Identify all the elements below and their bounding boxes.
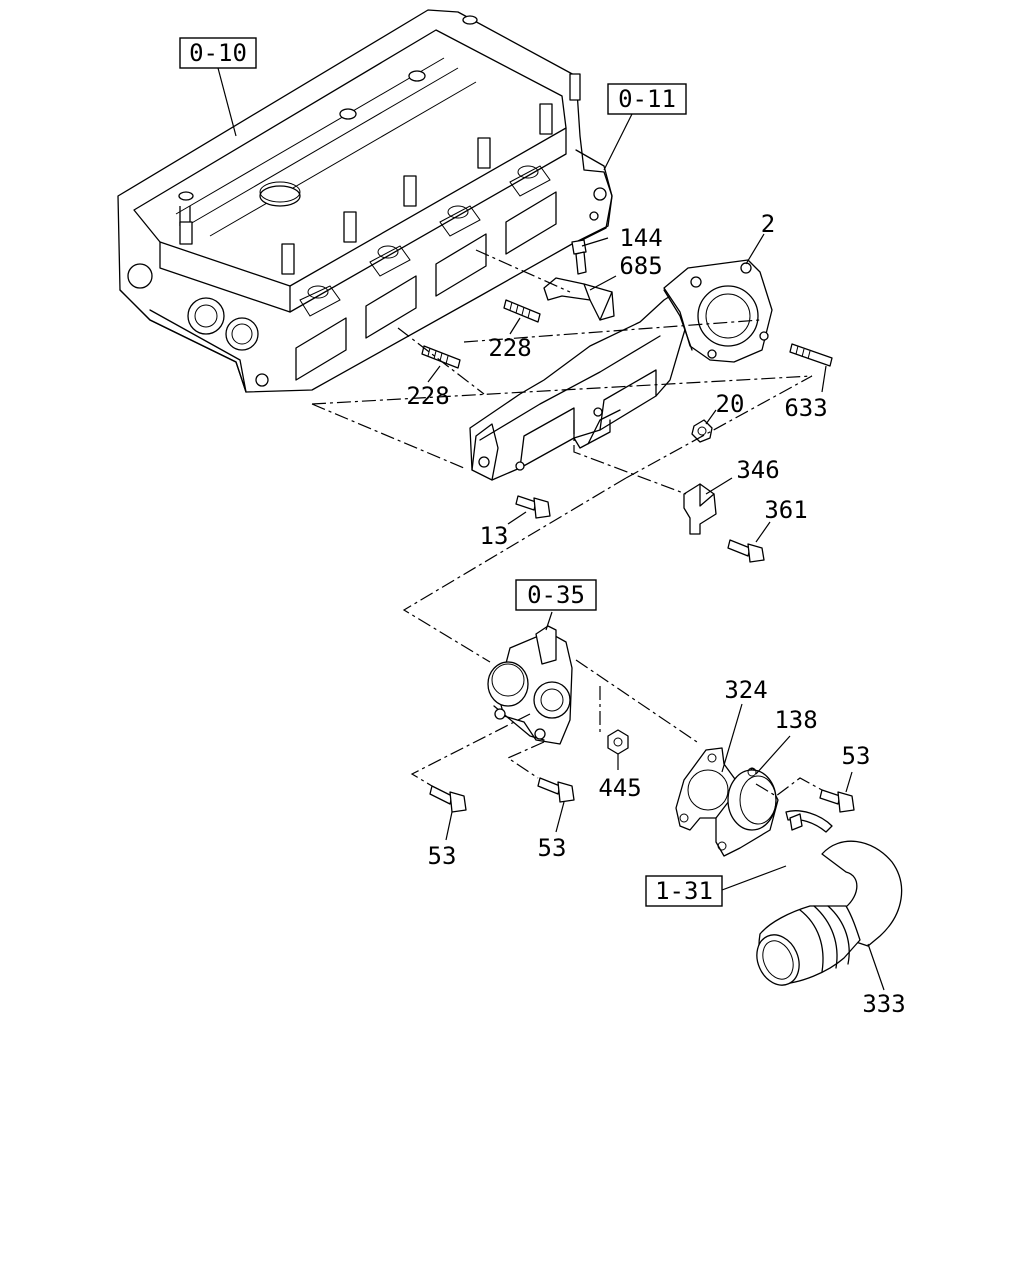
part-label-138: 138: [774, 706, 817, 734]
part-label-53-left: 53: [428, 842, 457, 870]
part-label-53-middle: 53: [538, 834, 567, 862]
nut-445: [607, 729, 629, 755]
reference-label: 0-11: [618, 85, 676, 113]
part-label-2: 2: [761, 210, 775, 238]
nut-20: [691, 419, 713, 443]
part-label-361: 361: [764, 496, 807, 524]
reference-label: 1-31: [655, 877, 713, 905]
adapter-138: [715, 767, 779, 857]
part-label-144: 144: [619, 224, 662, 252]
reference-0-35: 0-35: [515, 579, 597, 611]
part-label-324: 324: [724, 676, 767, 704]
cylinder-head: [117, 9, 613, 393]
part-label-228-upper: 228: [488, 334, 531, 362]
part-label-228-lower: 228: [406, 382, 449, 410]
part-label-53-right: 53: [842, 742, 871, 770]
reference-label: 0-35: [527, 581, 585, 609]
stud-228-lower: [421, 345, 461, 369]
bolt-144: [571, 239, 587, 275]
hose-clamp: [785, 810, 833, 833]
bolt-361: [727, 539, 765, 563]
stud-228-upper: [503, 299, 541, 323]
leader-lines: [217, 67, 885, 991]
bolt-13: [515, 495, 551, 519]
part-label-13: 13: [480, 522, 509, 550]
part-label-633: 633: [784, 394, 827, 422]
part-label-445: 445: [598, 774, 641, 802]
part-labels: 2 144 685 228 228 20 633 346 361 13 324 …: [406, 210, 905, 1018]
part-label-333: 333: [862, 990, 905, 1018]
intake-manifold: [469, 259, 773, 481]
reference-0-10: 0-10: [179, 37, 257, 69]
reference-0-11: 0-11: [607, 83, 687, 115]
bolt-53-middle: [537, 777, 575, 803]
reference-1-31: 1-31: [645, 875, 723, 907]
hose-333: [756, 840, 903, 986]
part-label-20: 20: [716, 390, 745, 418]
part-label-685: 685: [619, 252, 662, 280]
clip-685: [543, 277, 615, 321]
stud-633: [789, 343, 833, 367]
assembly-lines: [311, 249, 823, 797]
egr-valve: [487, 625, 573, 745]
bolt-53-right: [819, 789, 855, 813]
reference-label: 0-10: [189, 39, 247, 67]
part-label-346: 346: [736, 456, 779, 484]
bracket-346: [683, 483, 717, 535]
bolt-53-left: [429, 785, 467, 813]
